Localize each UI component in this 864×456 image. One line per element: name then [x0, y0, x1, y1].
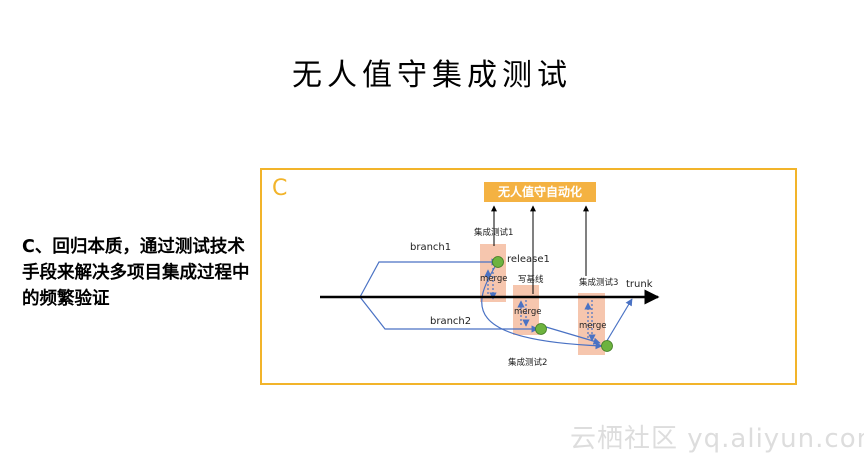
slide-title: 无人值守集成测试 [292, 58, 572, 93]
label-merge-2: merge [514, 307, 542, 317]
label-branch1: branch1 [410, 242, 452, 253]
label-integration-test-1: 集成测试1 [474, 228, 514, 238]
integration-diagram: C 无人值守自动化 集成测试1 branch1 release1 写基线 集成测… [260, 168, 797, 385]
label-write-baseline: 写基线 [518, 275, 544, 285]
body-text: C、回归本质，通过测试技术手段来解决多项目集成过程中的频繁验证 [22, 237, 250, 309]
label-integration-test-3: 集成测试3 [579, 278, 619, 288]
label-release1: release1 [507, 254, 550, 265]
automation-banner: 无人值守自动化 [484, 182, 596, 202]
corner-letter: C [272, 176, 288, 201]
label-merge-3: merge [579, 321, 607, 331]
diagram-canvas [320, 205, 660, 355]
branch2-line [359, 296, 539, 333]
label-trunk: trunk [626, 279, 653, 290]
trunk-return [604, 298, 633, 345]
label-integration-test-2: 集成测试2 [508, 358, 548, 368]
watermark: 云栖社区 yq.aliyun.com [570, 424, 864, 454]
label-branch2: branch2 [430, 316, 472, 327]
node-branch2 [535, 323, 547, 335]
merge-link-1 [481, 264, 603, 350]
node-release1 [492, 256, 504, 268]
label-merge-1: merge [480, 274, 508, 284]
node-test3 [601, 340, 613, 352]
branch1-line [359, 258, 499, 298]
